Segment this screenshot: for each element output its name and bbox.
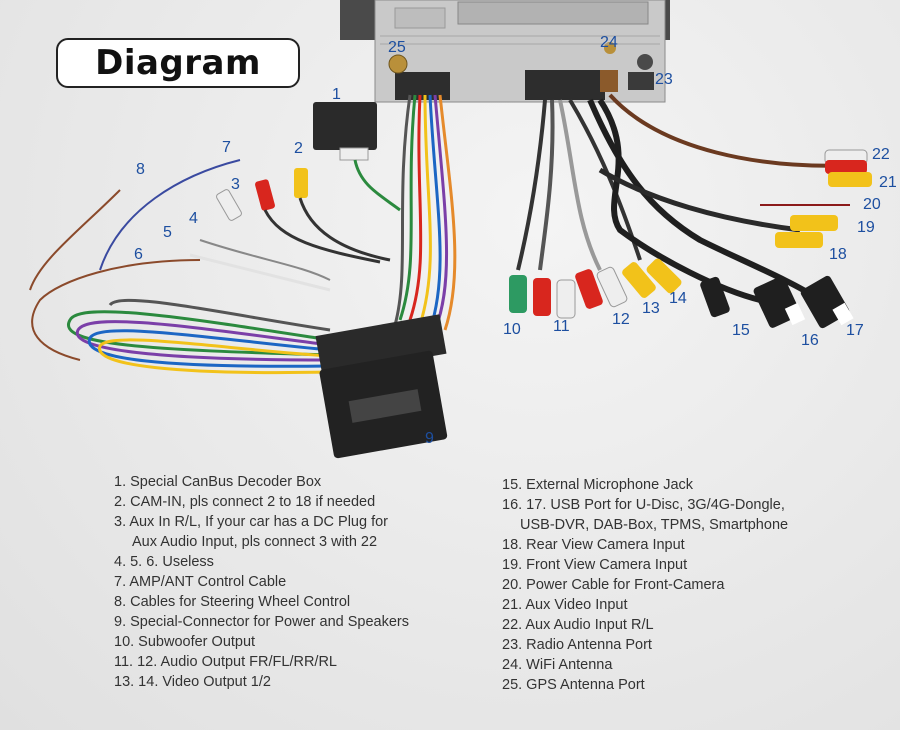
legend-item: 23. Radio Antenna Port [502, 637, 652, 653]
legend-item: 4. 5. 6. Useless [114, 554, 214, 570]
legend-item: 22. Aux Audio Input R/L [502, 617, 654, 633]
legend-item: 1. Special CanBus Decoder Box [114, 474, 322, 490]
legend-item: 2. CAM-IN, pls connect 2 to 18 if needed [114, 494, 376, 510]
canbus-decoder-box [313, 102, 401, 212]
legend-left: 1. Special CanBus Decoder Box 2. CAM-IN,… [114, 472, 409, 692]
callout-23: 23 [655, 71, 673, 88]
callout-5: 5 [163, 224, 172, 241]
callout-7: 7 [222, 139, 231, 156]
callout-2: 2 [294, 140, 303, 157]
rca-plugs-top-left [216, 168, 391, 264]
callout-17: 17 [846, 322, 864, 339]
callout-15: 15 [732, 322, 750, 339]
legend-item: 11. 12. Audio Output FR/FL/RR/RL [114, 654, 337, 670]
legend-item: 20. Power Cable for Front-Camera [502, 577, 725, 593]
callout-18: 18 [829, 246, 847, 263]
legend-right: 15. External Microphone Jack 16. 17. USB… [502, 475, 788, 695]
title-box: Diagram [56, 38, 300, 88]
callout-10: 10 [503, 321, 521, 338]
callout-14: 14 [669, 290, 687, 307]
legend-item: 13. 14. Video Output 1/2 [114, 674, 271, 690]
main-harness [393, 94, 457, 331]
legend-item: 16. 17. USB Port for U-Disc, 3G/4G-Dongl… [502, 497, 785, 513]
legend-item: 3. Aux In R/L, If your car has a DC Plug… [114, 514, 389, 530]
legend-item: 25. GPS Antenna Port [502, 677, 645, 693]
callout-12: 12 [612, 311, 630, 328]
rear-cables [516, 93, 861, 303]
callout-9: 9 [425, 430, 434, 447]
callout-16: 16 [801, 332, 819, 349]
mic-and-usb [700, 275, 854, 329]
legend-item: 7. AMP/ANT Control Cable [114, 574, 287, 590]
rca-plugs-bottom [509, 258, 682, 319]
legend-item: 15. External Microphone Jack [502, 477, 694, 493]
legend-item: 21. Aux Video Input [502, 597, 628, 613]
callout-8: 8 [136, 161, 145, 178]
wire-loops [29, 159, 331, 375]
callout-24: 24 [600, 34, 618, 51]
callout-3: 3 [231, 176, 240, 193]
power-speaker-connector [315, 314, 448, 459]
legend-item: 19. Front View Camera Input [502, 557, 688, 573]
legend-item: 18. Rear View Camera Input [502, 537, 685, 553]
page-title: Diagram [95, 43, 261, 83]
rca-plugs-right [760, 149, 872, 248]
callout-4: 4 [189, 210, 198, 227]
callout-11: 11 [553, 318, 570, 335]
legend-item: 24. WiFi Antenna [502, 657, 613, 673]
callout-13: 13 [642, 300, 660, 317]
callout-19: 19 [857, 219, 875, 236]
callout-21: 21 [879, 174, 897, 191]
legend-item: USB-DVR, DAB-Box, TPMS, Smartphone [520, 517, 789, 533]
legend-item: 10. Subwoofer Output [114, 634, 256, 650]
legend-item: Aux Audio Input, pls connect 3 with 22 [132, 534, 378, 550]
head-unit [340, 0, 670, 103]
legend-item: 8. Cables for Steering Wheel Control [114, 594, 351, 610]
callout-22: 22 [872, 146, 890, 163]
callout-6: 6 [134, 246, 143, 263]
callout-1: 1 [332, 86, 341, 103]
callout-25: 25 [388, 39, 406, 56]
callout-20: 20 [863, 196, 881, 213]
legend-item: 9. Special-Connector for Power and Speak… [114, 614, 409, 630]
